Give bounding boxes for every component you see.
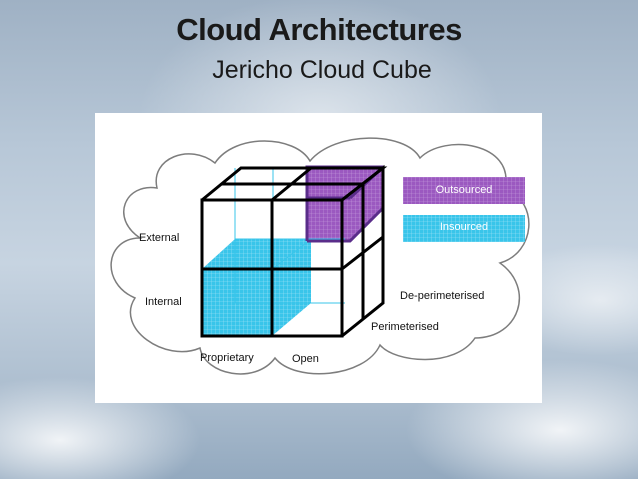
jericho-cube-figure: Outsourced Insourced External Internal P… bbox=[95, 113, 542, 403]
label-proprietary: Proprietary bbox=[200, 352, 254, 364]
label-de-perimeterised: De-perimeterised bbox=[400, 290, 484, 302]
label-external: External bbox=[139, 232, 179, 244]
slide-title: Cloud Architectures bbox=[0, 12, 638, 48]
label-internal: Internal bbox=[145, 296, 182, 308]
legend-outsourced-label: Outsourced bbox=[403, 184, 525, 196]
label-perimeterised: Perimeterised bbox=[371, 321, 439, 333]
legend-insourced-label: Insourced bbox=[403, 221, 525, 233]
outsourced-front-face bbox=[307, 198, 350, 241]
label-open: Open bbox=[292, 353, 319, 365]
slide-subtitle: Jericho Cloud Cube bbox=[0, 56, 638, 85]
